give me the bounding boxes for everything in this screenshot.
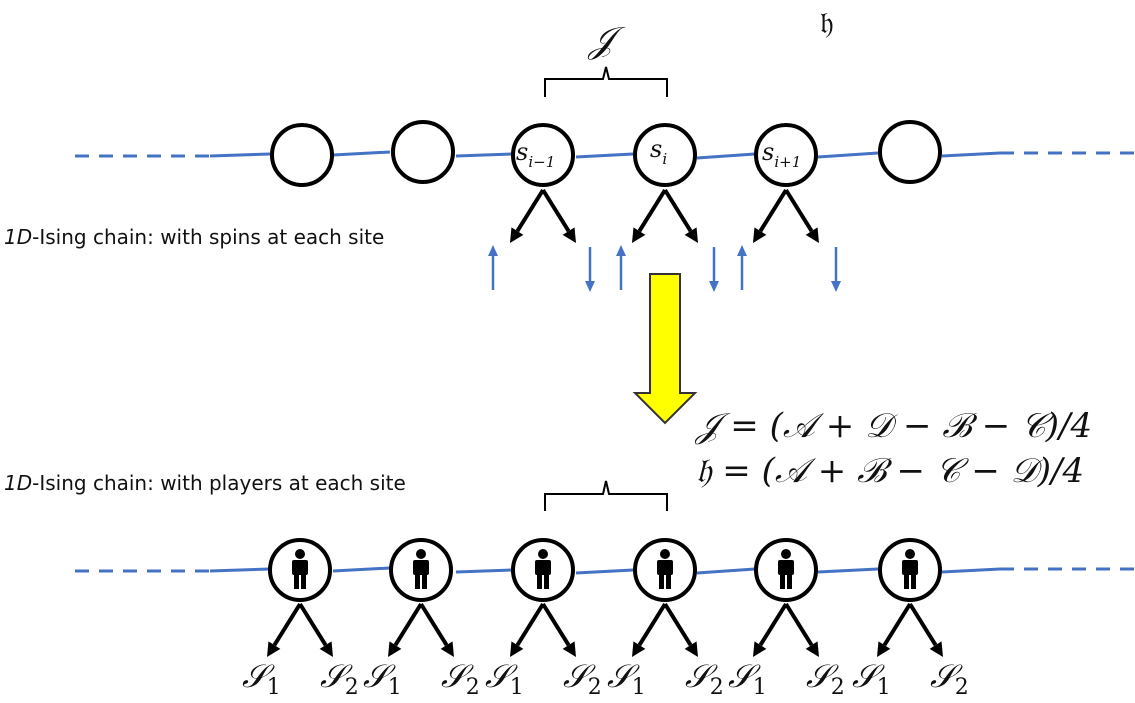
strategy-s1-label: 𝒮1 [485,657,524,700]
strategy-s2-label: 𝒮2 [806,657,845,700]
branch-arrow-right [298,602,333,657]
person-icon [292,549,308,589]
strategy-s1-label: 𝒮1 [242,657,281,700]
bottom-chain-bond [455,568,513,574]
equation-coupling: 𝒥 = (𝒜 + 𝒟 − ℬ − 𝒞)/4 [694,406,1092,446]
player-site-5 [754,538,818,602]
player-sites [268,538,942,602]
top-site-1 [270,123,334,187]
bottom-chain-bond [209,567,271,573]
spin-down-arrowhead [709,281,719,292]
field-symbol: 𝔥 [820,6,834,41]
bottom-chain-bond [941,567,1001,574]
mapping-arrow [632,273,698,425]
bottom-chain-bond [817,567,879,574]
top-chain-bond [575,152,634,159]
branch-arrow-left [632,188,667,243]
strategy-s2-label: 𝒮2 [320,657,359,700]
person-icon [413,549,429,589]
branch-arrow-left [632,602,667,657]
strategy-s2-label: 𝒮2 [441,657,480,700]
bottom-chain-bond [696,567,756,575]
top-branch-arrows [510,188,819,243]
branch-arrow-left [510,602,545,657]
branch-arrow-left [753,602,788,657]
player-site-1 [268,538,332,602]
spin-up-arrowhead [488,245,498,256]
spin-up-arrowhead [737,245,747,256]
strategy-s1-label: 𝒮1 [728,657,767,700]
branch-arrow-left [267,602,302,657]
equation-field: 𝔥 = (𝒜 + ℬ − 𝒞 − 𝒟)/4 [696,451,1084,491]
person-icon [535,549,551,589]
top-chain-caption: 1D-Ising chain: with spins at each site [4,225,385,249]
bottom-chain-bond [575,568,634,575]
top-site-2 [391,120,455,184]
spin-down-arrowhead [831,281,841,292]
branch-arrow-left [510,188,545,243]
player-site-2 [389,538,453,602]
branch-arrow-right [419,602,454,657]
top-chain-bond [817,151,879,159]
branch-arrow-right [541,602,576,657]
person-icon [778,549,794,589]
player-site-3 [511,538,575,602]
bottom-chain-bond [332,566,391,573]
top-chain-bond [209,152,271,158]
top-site-3 [511,123,575,187]
branch-arrow-left [753,188,788,243]
branch-arrow-left [388,602,423,657]
bottom-branch-arrows [267,602,943,657]
spin-down-arrowhead [585,281,595,292]
strategy-s1-label: 𝒮1 [852,657,891,700]
top-coupling-brace [544,66,668,97]
player-site-4 [633,538,697,602]
branch-arrow-right [784,602,819,657]
top-chain-bond [696,152,756,160]
person-icon [657,549,673,589]
spin-up-arrowhead [616,245,626,256]
branch-arrow-right [663,602,698,657]
coupling-symbol: 𝒥 [587,20,626,61]
bottom-coupling-brace [544,480,668,511]
strategy-s2-label: 𝒮2 [563,657,602,700]
top-site-5 [754,123,818,187]
branch-arrow-right [663,188,698,243]
strategy-s1-label: 𝒮1 [363,657,402,700]
branch-arrow-right [908,602,943,657]
strategy-s1-label: 𝒮1 [607,657,646,700]
bottom-chain [75,566,1135,575]
top-chain-bond [941,151,1001,158]
player-site-6 [878,538,942,602]
strategy-s2-label: 𝒮2 [685,657,724,700]
branch-arrow-left [877,602,912,657]
top-site-4 [633,123,697,187]
spin-arrows [488,245,841,292]
bottom-chain-caption: 1D-Ising chain: with players at each sit… [4,471,406,495]
branch-arrow-right [541,188,576,243]
top-chain: si−1 si si+1 [75,120,1135,187]
top-chain-bond [455,152,513,158]
strategy-s2-label: 𝒮2 [930,657,969,700]
top-site-6 [878,120,942,184]
top-chain-bond [332,150,391,157]
branch-arrow-right [784,188,819,243]
person-icon [902,549,918,589]
